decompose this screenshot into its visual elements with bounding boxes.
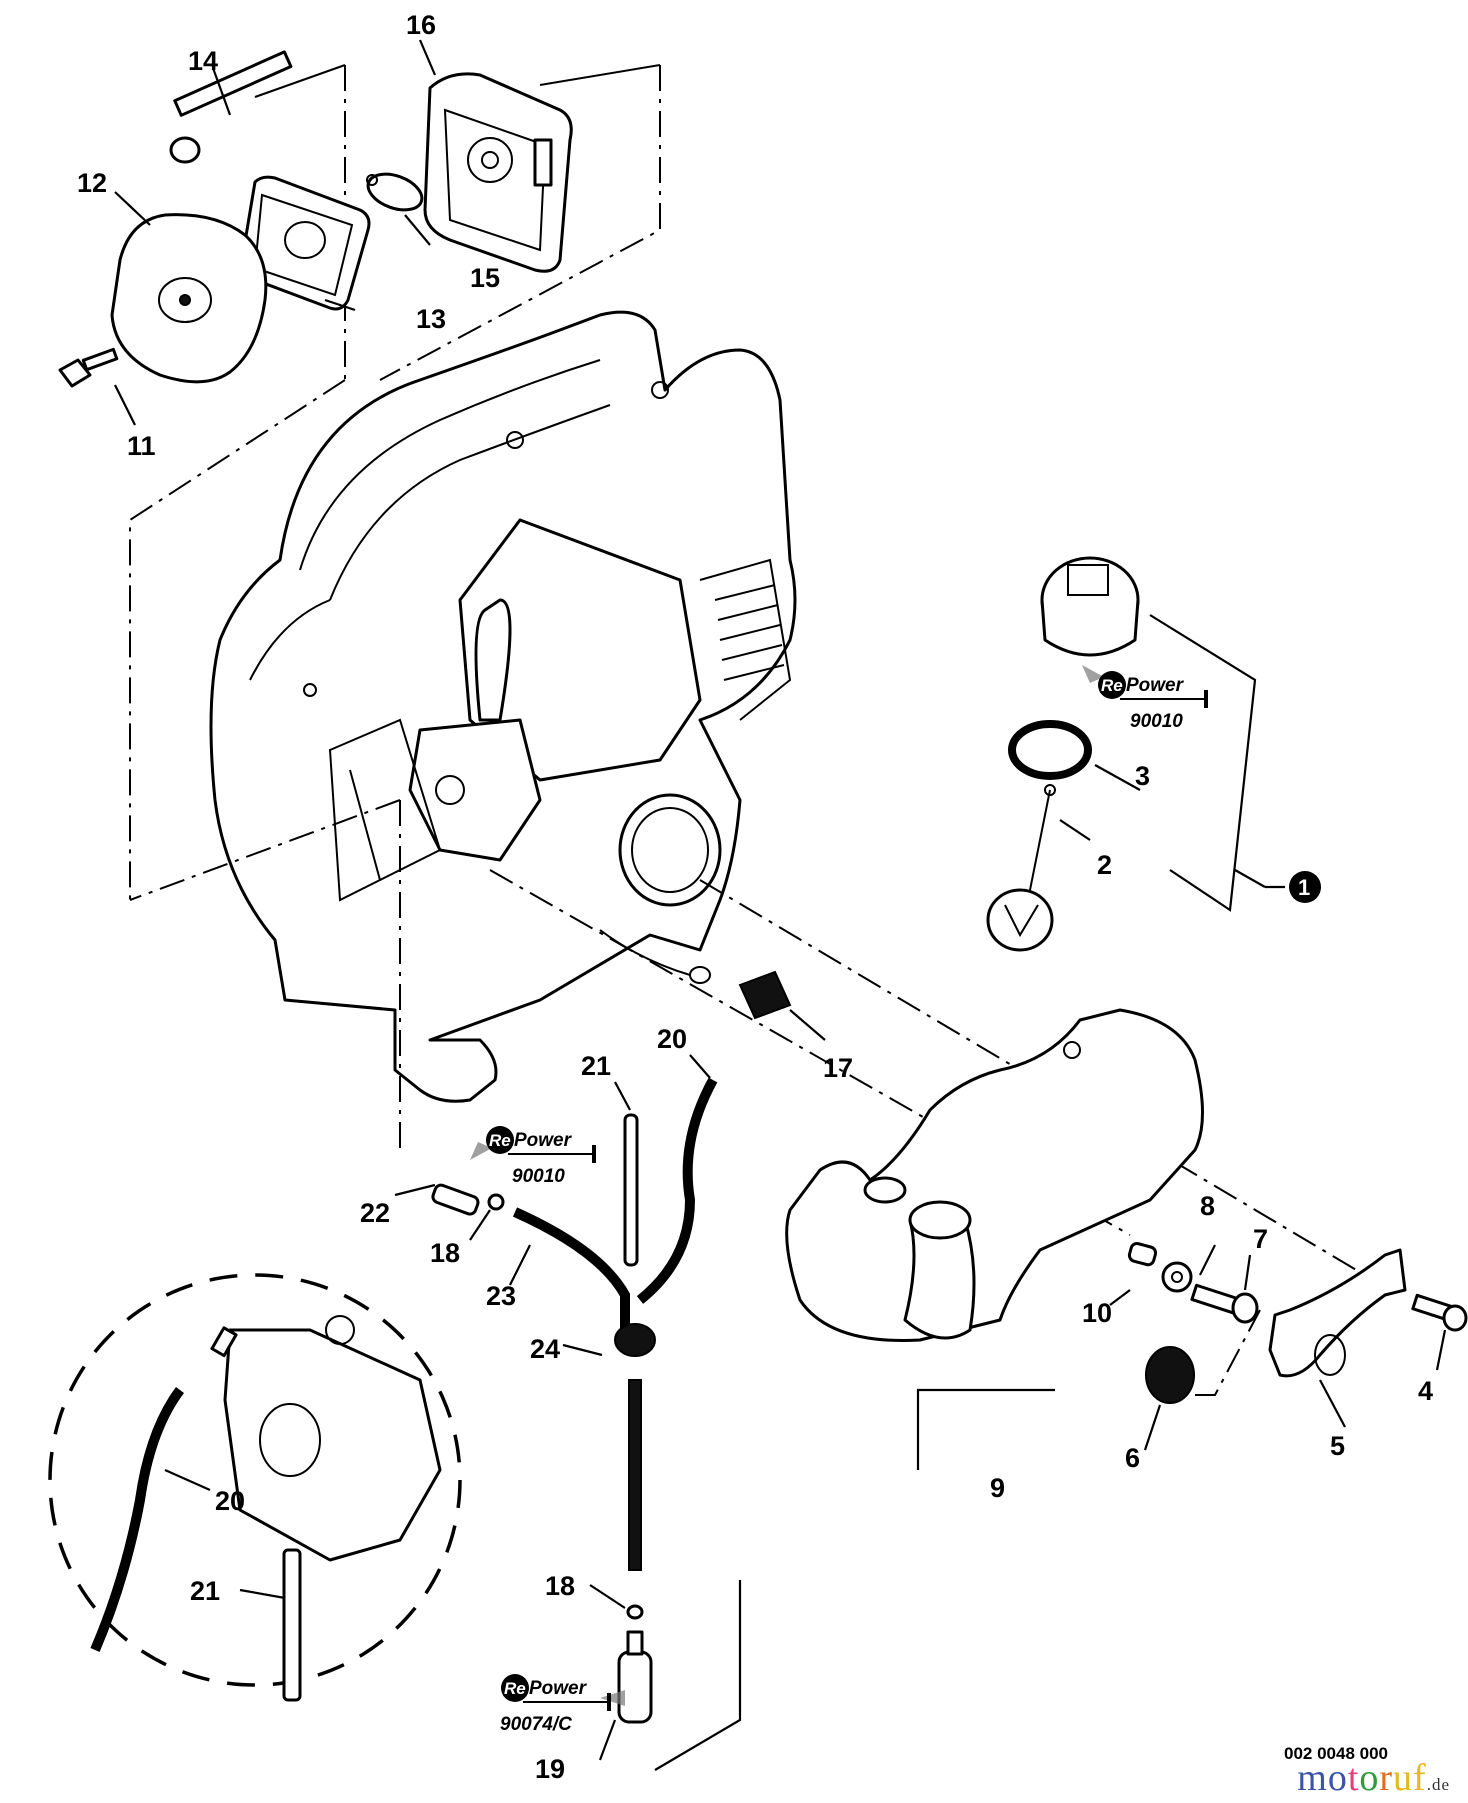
callout-15: 15 xyxy=(470,263,500,293)
callout-21: 21 xyxy=(581,1051,611,1081)
callout-16: 16 xyxy=(406,10,436,40)
svg-text:Power: Power xyxy=(529,1678,588,1699)
long-bolt xyxy=(169,50,293,164)
callout-5: 5 xyxy=(1330,1431,1345,1461)
callout-14: 14 xyxy=(188,46,218,76)
fuel-pickup-line xyxy=(628,1379,642,1571)
spray-icon xyxy=(600,1690,625,1706)
assembly-line xyxy=(129,379,346,900)
callouts: 16 14 12 15 13 11 3 2 17 21 20 22 18 23 … xyxy=(77,10,1433,1784)
blower-housing xyxy=(129,310,1391,1291)
repower-logo-icon xyxy=(501,1674,529,1702)
cap-tether xyxy=(986,784,1056,952)
return-line xyxy=(512,1207,631,1331)
fuel-line xyxy=(636,1077,718,1304)
svg-text:Re: Re xyxy=(1101,676,1123,695)
repower-logo-icon xyxy=(486,1126,514,1154)
repower-code: 90074/C xyxy=(500,1714,572,1735)
repower-label-cap: Re Power 90010 xyxy=(1082,665,1208,732)
svg-text:Re: Re xyxy=(489,1131,511,1150)
choke-plate xyxy=(366,172,424,212)
callout-18: 18 xyxy=(430,1238,460,1268)
repower-label-filter: Re Power 90074/C xyxy=(500,1674,625,1735)
assembly-line xyxy=(1195,1309,1261,1396)
callout-3: 3 xyxy=(1135,761,1150,791)
callout-20: 20 xyxy=(657,1024,687,1054)
spray-icon xyxy=(1082,665,1104,683)
washer xyxy=(1161,1261,1193,1293)
recoil-starter xyxy=(618,793,722,907)
air-filter-group xyxy=(58,50,661,900)
repower-code: 90010 xyxy=(1130,711,1183,732)
repower-label-fitting: Re Power 90010 xyxy=(470,1126,596,1187)
callout-9: 9 xyxy=(990,1473,1005,1503)
cap-gasket xyxy=(1008,720,1092,780)
callout-2: 2 xyxy=(1097,850,1112,880)
vent-tube xyxy=(623,1113,639,1267)
fuel-filter xyxy=(617,1630,653,1724)
callout-22: 22 xyxy=(360,1198,390,1228)
fuel-cap-assembly xyxy=(986,556,1285,952)
svg-text:1: 1 xyxy=(1298,875,1310,900)
callout-20-inset: 20 xyxy=(215,1486,245,1516)
tank-bolt xyxy=(1190,1283,1259,1324)
callout-18-filter: 18 xyxy=(545,1571,575,1601)
fuel-cap xyxy=(1040,556,1140,657)
fitting xyxy=(431,1183,480,1216)
tank-bracket xyxy=(1268,1248,1407,1378)
callout-6: 6 xyxy=(1125,1443,1140,1473)
grommet xyxy=(738,970,792,1020)
callout-19: 19 xyxy=(535,1754,565,1784)
callout-10: 10 xyxy=(1082,1298,1112,1328)
drawing-number: 002 0048 000 xyxy=(1284,1744,1388,1763)
repower-code: 90010 xyxy=(512,1166,565,1187)
air-filter-cover xyxy=(110,213,268,384)
cooling-fins xyxy=(714,584,785,681)
o-ring-filter xyxy=(626,1604,644,1620)
carburetor-inset xyxy=(48,1273,462,1702)
callout-8: 8 xyxy=(1200,1191,1215,1221)
callout-12: 12 xyxy=(77,168,107,198)
callout-7: 7 xyxy=(1253,1224,1268,1254)
watermark-logo: motoruf.de xyxy=(1297,1757,1450,1799)
callout-23: 23 xyxy=(486,1281,516,1311)
air-filter-base xyxy=(423,72,573,273)
svg-text:Re: Re xyxy=(504,1679,526,1698)
repower-logo-icon xyxy=(1098,671,1126,699)
callout-4: 4 xyxy=(1418,1376,1433,1406)
collar xyxy=(1127,1242,1158,1267)
bracket-bolt xyxy=(1411,1293,1468,1332)
spray-icon xyxy=(470,1142,492,1160)
fuel-grommet xyxy=(614,1323,656,1357)
assembly-line xyxy=(129,799,401,901)
assembly-line xyxy=(379,65,661,381)
callout-13: 13 xyxy=(416,304,446,334)
o-ring xyxy=(487,1193,505,1211)
carburetor-installed xyxy=(408,598,542,862)
leader-lines xyxy=(114,39,1447,1761)
assembly-line xyxy=(699,879,1391,1291)
plug xyxy=(1145,1346,1195,1404)
svg-text:Power: Power xyxy=(1126,675,1185,696)
callout-17: 17 xyxy=(823,1053,853,1083)
fuel-tank xyxy=(785,1008,1204,1342)
callout-11: 11 xyxy=(127,431,156,461)
callout-21-inset: 21 xyxy=(190,1576,220,1606)
assembly-badge: 1 xyxy=(1289,871,1321,903)
callout-24: 24 xyxy=(530,1334,560,1364)
carburetor-detail xyxy=(210,1315,442,1562)
wing-screw xyxy=(58,347,119,388)
svg-text:Power: Power xyxy=(514,1130,573,1151)
